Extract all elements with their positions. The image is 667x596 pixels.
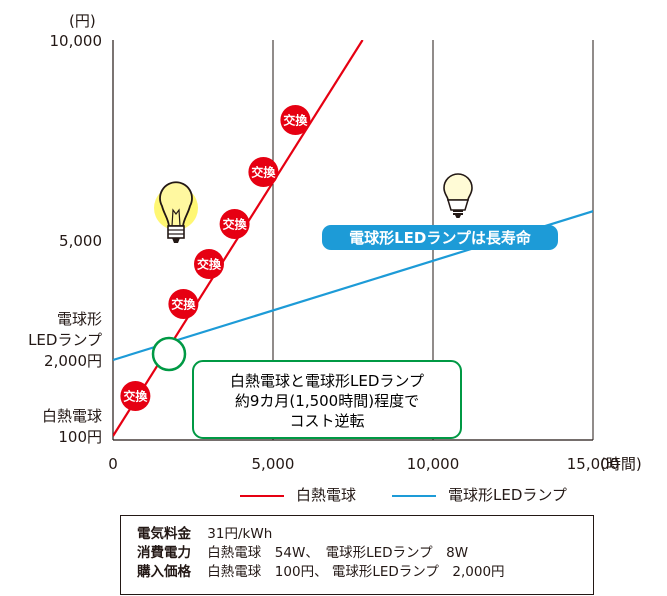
replacement-mark: 交換 <box>219 209 250 239</box>
info-value: 白熱電球 100円、 電球形LEDランプ 2,000円 <box>207 564 505 580</box>
replacement-mark: 交換 <box>120 381 151 411</box>
y-annotation-label: 2,000円 <box>44 352 102 370</box>
cost-comparison-chart: (円) (時間) 0 5,000 10,000 15,000 10,000 5,000 電… <box>28 12 642 473</box>
info-label: 電気料金 <box>137 526 191 542</box>
x-tick-label: 5,000 <box>252 455 295 473</box>
info-row-electricity-rate: 電気料金 31円/kWh <box>137 525 593 544</box>
legend-label-led: 電球形LEDランプ <box>448 486 567 504</box>
svg-text:交換: 交換 <box>171 297 196 312</box>
callout-line-2: 約9カ月(1,500時間)程度で <box>235 392 419 410</box>
replacement-mark: 交換 <box>194 249 224 279</box>
info-label: 購入価格 <box>137 564 191 580</box>
x-tick-label: 10,000 <box>407 455 460 473</box>
svg-text:交換: 交換 <box>197 257 222 272</box>
x-tick-labels: 0 5,000 10,000 15,000 <box>108 455 619 473</box>
y-tick-label: 5,000 <box>59 232 102 250</box>
crossover-callout: 白熱電球と電球形LEDランプ 約9カ月(1,500時間)程度で コスト逆転 <box>192 360 462 439</box>
svg-text:交換: 交換 <box>251 165 276 180</box>
y-annotation-label: 電球形 <box>57 310 102 328</box>
svg-text:交換: 交換 <box>283 113 308 128</box>
legend-item-incandescent: 白熱電球 <box>240 484 356 505</box>
info-row-power-consumption: 消費電力 白熱電球 54W、 電球形LEDランプ 8W <box>137 544 593 563</box>
replacement-mark: 交換 <box>280 105 311 135</box>
x-tick-label: 15,000 <box>567 455 620 473</box>
replacement-mark: 交換 <box>168 289 199 319</box>
y-annotation-label: 100円 <box>58 428 102 446</box>
led-long-life-banner: 電球形LEDランプは長寿命 <box>322 225 558 250</box>
axes <box>112 40 593 441</box>
x-unit-label: (時間) <box>600 455 642 473</box>
info-label: 消費電力 <box>137 545 191 561</box>
info-value: 白熱電球 54W、 電球形LEDランプ 8W <box>207 545 469 561</box>
y-annotation-label: LEDランプ <box>28 331 102 349</box>
legend-item-led: 電球形LEDランプ <box>392 484 567 505</box>
legend-swatch-led <box>392 494 436 497</box>
callout-line-3: コスト逆転 <box>289 412 364 430</box>
assumptions-box: 電気料金 31円/kWh 消費電力 白熱電球 54W、 電球形LEDランプ 8W… <box>120 515 594 595</box>
y-tick-label: 10,000 <box>50 32 103 50</box>
led-bulb-icon <box>443 173 473 218</box>
replacement-mark: 交換 <box>248 157 279 187</box>
svg-text:交換: 交換 <box>123 389 148 404</box>
callout-line-1: 白熱電球と電球形LEDランプ <box>230 372 424 390</box>
y-unit-label: (円) <box>69 12 96 30</box>
y-annotation-label: 白熱電球 <box>42 407 102 425</box>
legend-swatch-incandescent <box>240 494 284 497</box>
info-row-purchase-price: 購入価格 白熱電球 100円、 電球形LEDランプ 2,000円 <box>137 563 593 582</box>
crossover-marker <box>151 336 187 372</box>
x-tick-label: 0 <box>108 455 118 473</box>
banner-text: 電球形LEDランプは長寿命 <box>349 229 532 247</box>
svg-text:交換: 交換 <box>223 217 248 232</box>
legend-label-incandescent: 白熱電球 <box>296 486 357 504</box>
info-value: 31円/kWh <box>207 526 273 542</box>
incandescent-bulb-icon <box>154 181 198 243</box>
